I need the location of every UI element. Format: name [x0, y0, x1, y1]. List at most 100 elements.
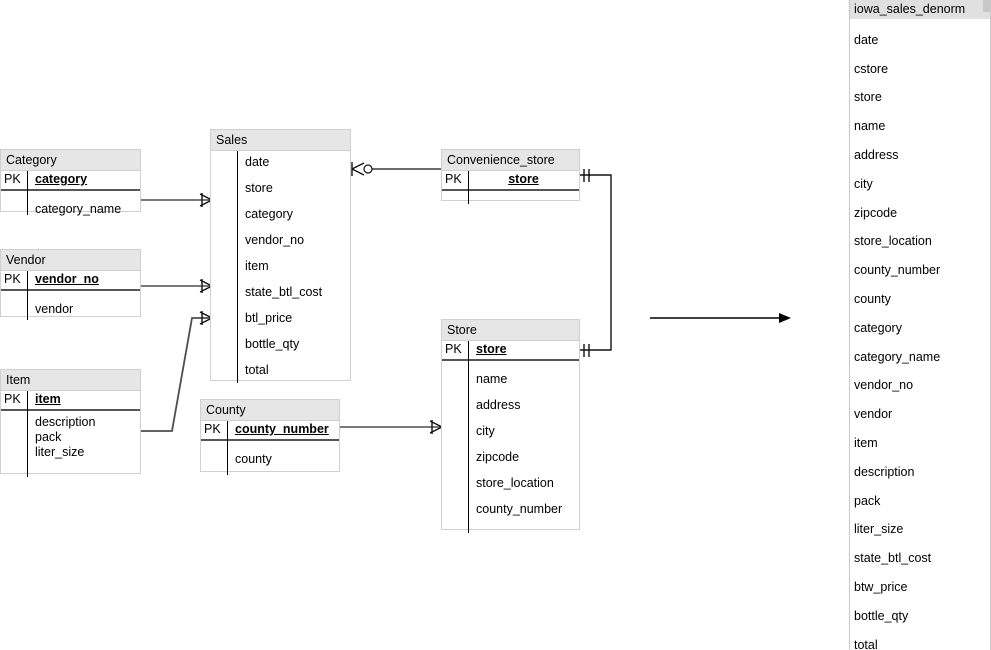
- field-name: county: [235, 452, 272, 466]
- denormalization-arrow-icon: [650, 313, 791, 323]
- denorm-field: cstore: [854, 61, 889, 76]
- field-name: vendor_no: [245, 233, 305, 247]
- denorm-field: county: [854, 291, 891, 306]
- field-name: liter_size: [35, 445, 85, 459]
- denorm-field: city: [854, 176, 873, 191]
- connector-county-store: [340, 420, 443, 434]
- denorm-field: total: [854, 637, 878, 650]
- field-name: pack: [35, 430, 62, 444]
- entity-store[interactable]: Store PK store name address city zipcode: [441, 319, 580, 533]
- field-row-pk: PK vendor_no: [1, 271, 140, 291]
- denorm-field: vendor_no: [854, 378, 914, 393]
- field-row-pk: PK store: [442, 341, 579, 361]
- denorm-field: pack: [854, 493, 881, 508]
- entity-fields: date store category vendor_no item state…: [211, 151, 350, 383]
- entity-title: Category: [1, 150, 140, 171]
- field-name: category: [245, 207, 293, 221]
- denorm-field: item: [854, 435, 878, 450]
- pk-field-name: category: [35, 172, 88, 186]
- denorm-field: store: [854, 90, 882, 105]
- denorm-panel-header: iowa_sales_denorm: [850, 0, 990, 19]
- field-row: category_name: [1, 202, 140, 217]
- field-row: description: [1, 415, 140, 430]
- entity-title: Convenience_store: [442, 150, 579, 171]
- field-row-pk: PK item: [1, 391, 140, 411]
- field-name: state_btl_cost: [245, 285, 323, 299]
- pk-field-name: store: [508, 172, 539, 186]
- field-name: name: [476, 372, 508, 386]
- field-row: store: [211, 181, 350, 196]
- entity-county[interactable]: County PK county_number county: [200, 399, 340, 475]
- field-row: store_location: [442, 476, 579, 491]
- entity-fields: PK vendor_no vendor: [1, 271, 140, 320]
- field-row: total: [211, 363, 350, 378]
- field-name: store: [245, 181, 273, 195]
- field-name: category_name: [35, 202, 122, 216]
- denorm-field: date: [854, 32, 879, 47]
- denorm-field: county_number: [854, 263, 941, 278]
- field-row: item: [211, 259, 350, 274]
- denorm-field: btw_price: [854, 579, 908, 594]
- field-row: state_btl_cost: [211, 285, 350, 300]
- field-name: bottle_qty: [245, 337, 300, 351]
- field-name: btl_price: [245, 311, 293, 325]
- pk-field-name: item: [35, 392, 61, 406]
- denorm-field: bottle_qty: [854, 608, 909, 623]
- denorm-field: liter_size: [854, 522, 904, 537]
- field-row: vendor_no: [211, 233, 350, 248]
- entity-fields: PK item description pack liter_size: [1, 391, 140, 477]
- pk-label: PK: [445, 342, 462, 356]
- field-row: address: [442, 398, 579, 413]
- denorm-field: state_btl_cost: [854, 551, 932, 566]
- field-row: liter_size: [1, 445, 140, 460]
- denorm-field: address: [854, 147, 899, 162]
- entity-fields: PK store: [442, 171, 579, 204]
- field-name: date: [245, 155, 270, 169]
- field-name: total: [245, 363, 269, 377]
- field-name: item: [245, 259, 269, 273]
- field-row-pk: PK county_number: [201, 421, 339, 441]
- denorm-field: category_name: [854, 349, 941, 364]
- field-name: address: [476, 398, 521, 412]
- field-row-pk: PK category: [1, 171, 140, 191]
- denormalized-table-panel[interactable]: iowa_sales_denorm date cstore store name…: [849, 0, 991, 650]
- pk-label: PK: [4, 172, 21, 186]
- entity-item[interactable]: Item PK item description pack liter_size: [0, 369, 141, 477]
- pk-field-name: store: [476, 342, 507, 356]
- entity-title: Store: [442, 320, 579, 341]
- entity-vendor[interactable]: Vendor PK vendor_no vendor: [0, 249, 141, 320]
- field-row: county_number: [442, 502, 579, 517]
- pk-label: PK: [445, 172, 462, 186]
- field-row-pk: PK store: [442, 171, 579, 191]
- connector-vendor-sales: [141, 279, 213, 293]
- field-name: description: [35, 415, 96, 429]
- entity-convenience-store[interactable]: Convenience_store PK store: [441, 149, 580, 204]
- pk-label: PK: [4, 392, 21, 406]
- field-row: county: [201, 452, 339, 467]
- field-row: vendor: [1, 302, 140, 317]
- connector-category-sales: [141, 193, 213, 207]
- entity-fields: PK store name address city zipcode st: [442, 341, 579, 533]
- field-row: city: [442, 424, 579, 439]
- connector-sales-conveniencestore: [351, 162, 441, 176]
- pk-label: PK: [204, 422, 221, 436]
- entity-title: County: [201, 400, 339, 421]
- denorm-field: category: [854, 320, 902, 335]
- entity-fields: PK category category_name: [1, 171, 140, 217]
- entity-title: Sales: [211, 130, 350, 151]
- field-name: county_number: [476, 502, 563, 516]
- field-row: pack: [1, 430, 140, 445]
- field-name: vendor: [35, 302, 74, 316]
- field-row: name: [442, 372, 579, 387]
- field-name: zipcode: [476, 450, 520, 464]
- entity-category[interactable]: Category PK category category_name: [0, 149, 141, 217]
- denorm-field: name: [854, 119, 886, 134]
- entity-sales[interactable]: Sales date store category vendor_no item: [210, 129, 351, 383]
- pk-label: PK: [4, 272, 21, 286]
- pk-field-name: vendor_no: [35, 272, 99, 286]
- field-row: bottle_qty: [211, 337, 350, 352]
- scrollbar-thumb[interactable]: [983, 0, 990, 12]
- entity-fields: PK county_number county: [201, 421, 339, 475]
- field-row: category: [211, 207, 350, 222]
